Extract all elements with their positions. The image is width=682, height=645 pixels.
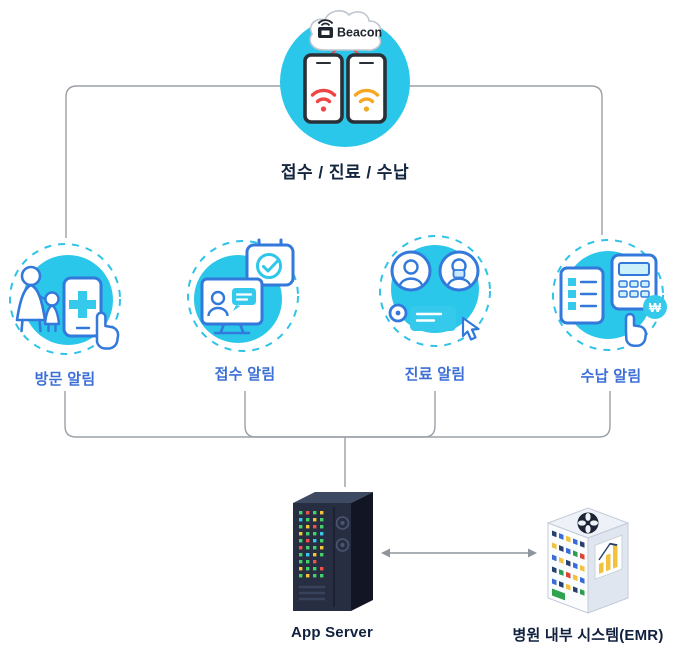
bidirectional-arrow: [381, 548, 537, 558]
beacon-label: Beacon: [337, 26, 382, 40]
top-caption: 접수 / 진료 / 수납: [280, 163, 410, 182]
server-port-icons: [335, 516, 350, 552]
emr-system-icon: [546, 507, 630, 614]
doctor-avatar-left-icon: [390, 250, 432, 292]
won-symbol: ₩: [649, 300, 662, 315]
server-led-lights: [299, 511, 324, 578]
dashed-ring: [9, 243, 121, 355]
node-label-payment: 수납 알림: [580, 368, 642, 385]
node-visit: 방문 알림: [0, 238, 130, 389]
registration-to-server-line: [244, 391, 345, 438]
speech-bubble-icon: [232, 288, 256, 305]
node-registration: 접수 알림: [180, 233, 310, 384]
wifi-orange-icon: [353, 88, 380, 104]
dashed-ring: [187, 240, 299, 352]
beacon-node: Beacon: [265, 5, 425, 157]
emr-system: [540, 503, 636, 617]
emr-front-modules: [552, 530, 585, 601]
app-server-label: App Server: [290, 624, 374, 641]
smartphone-left-icon: [303, 53, 344, 124]
server-vents: [299, 585, 325, 601]
monitor-calendar-check-icon: [187, 238, 299, 352]
calendar-icon: [245, 238, 295, 287]
node-label-visit: 방문 알림: [34, 371, 96, 388]
checklist-icon: [559, 266, 605, 325]
node-label-treatment: 진료 알림: [404, 366, 466, 383]
calculator-icon: [610, 253, 658, 311]
app-server-icon: [293, 492, 373, 611]
mother-child-smartphone-icon: [9, 243, 121, 355]
node-treatment: 진료 알림: [370, 233, 500, 384]
node-label-registration: 접수 알림: [214, 366, 276, 383]
wifi-red-icon: [310, 88, 337, 104]
doctor-avatar-right-icon: [438, 250, 480, 292]
dashed-ring: [379, 235, 491, 347]
pointing-hand-icon: [624, 312, 648, 348]
receipt-calculator-hand-icon: ₩: [552, 239, 667, 351]
visit-to-server-line: [64, 391, 345, 438]
emr-system-label: 병원 내부 시스템(EMR): [512, 627, 664, 644]
node-payment: ₩ 수납 알림: [546, 235, 676, 386]
check-icon: [262, 260, 279, 273]
treatment-to-server-line: [345, 391, 436, 438]
fan-icon: [577, 512, 599, 534]
doctors-card-cursor-icon: [379, 235, 491, 347]
monitor-icon: [200, 277, 264, 335]
beacon-device-icon: [317, 19, 334, 38]
pointing-hand-icon: [95, 311, 120, 350]
medical-cross-icon: [69, 291, 96, 318]
dashed-ring: [552, 239, 664, 351]
payment-to-server-line: [345, 391, 611, 438]
app-server: [287, 487, 379, 617]
won-badge: [643, 295, 667, 319]
prescription-card-icon: [410, 306, 456, 331]
cursor-icon: [461, 316, 480, 341]
emr-chart: [594, 534, 623, 581]
smartphones-wifi-icon: Beacon: [280, 10, 410, 147]
smartphone-right-icon: [346, 53, 387, 124]
mask-icon: [452, 269, 466, 279]
